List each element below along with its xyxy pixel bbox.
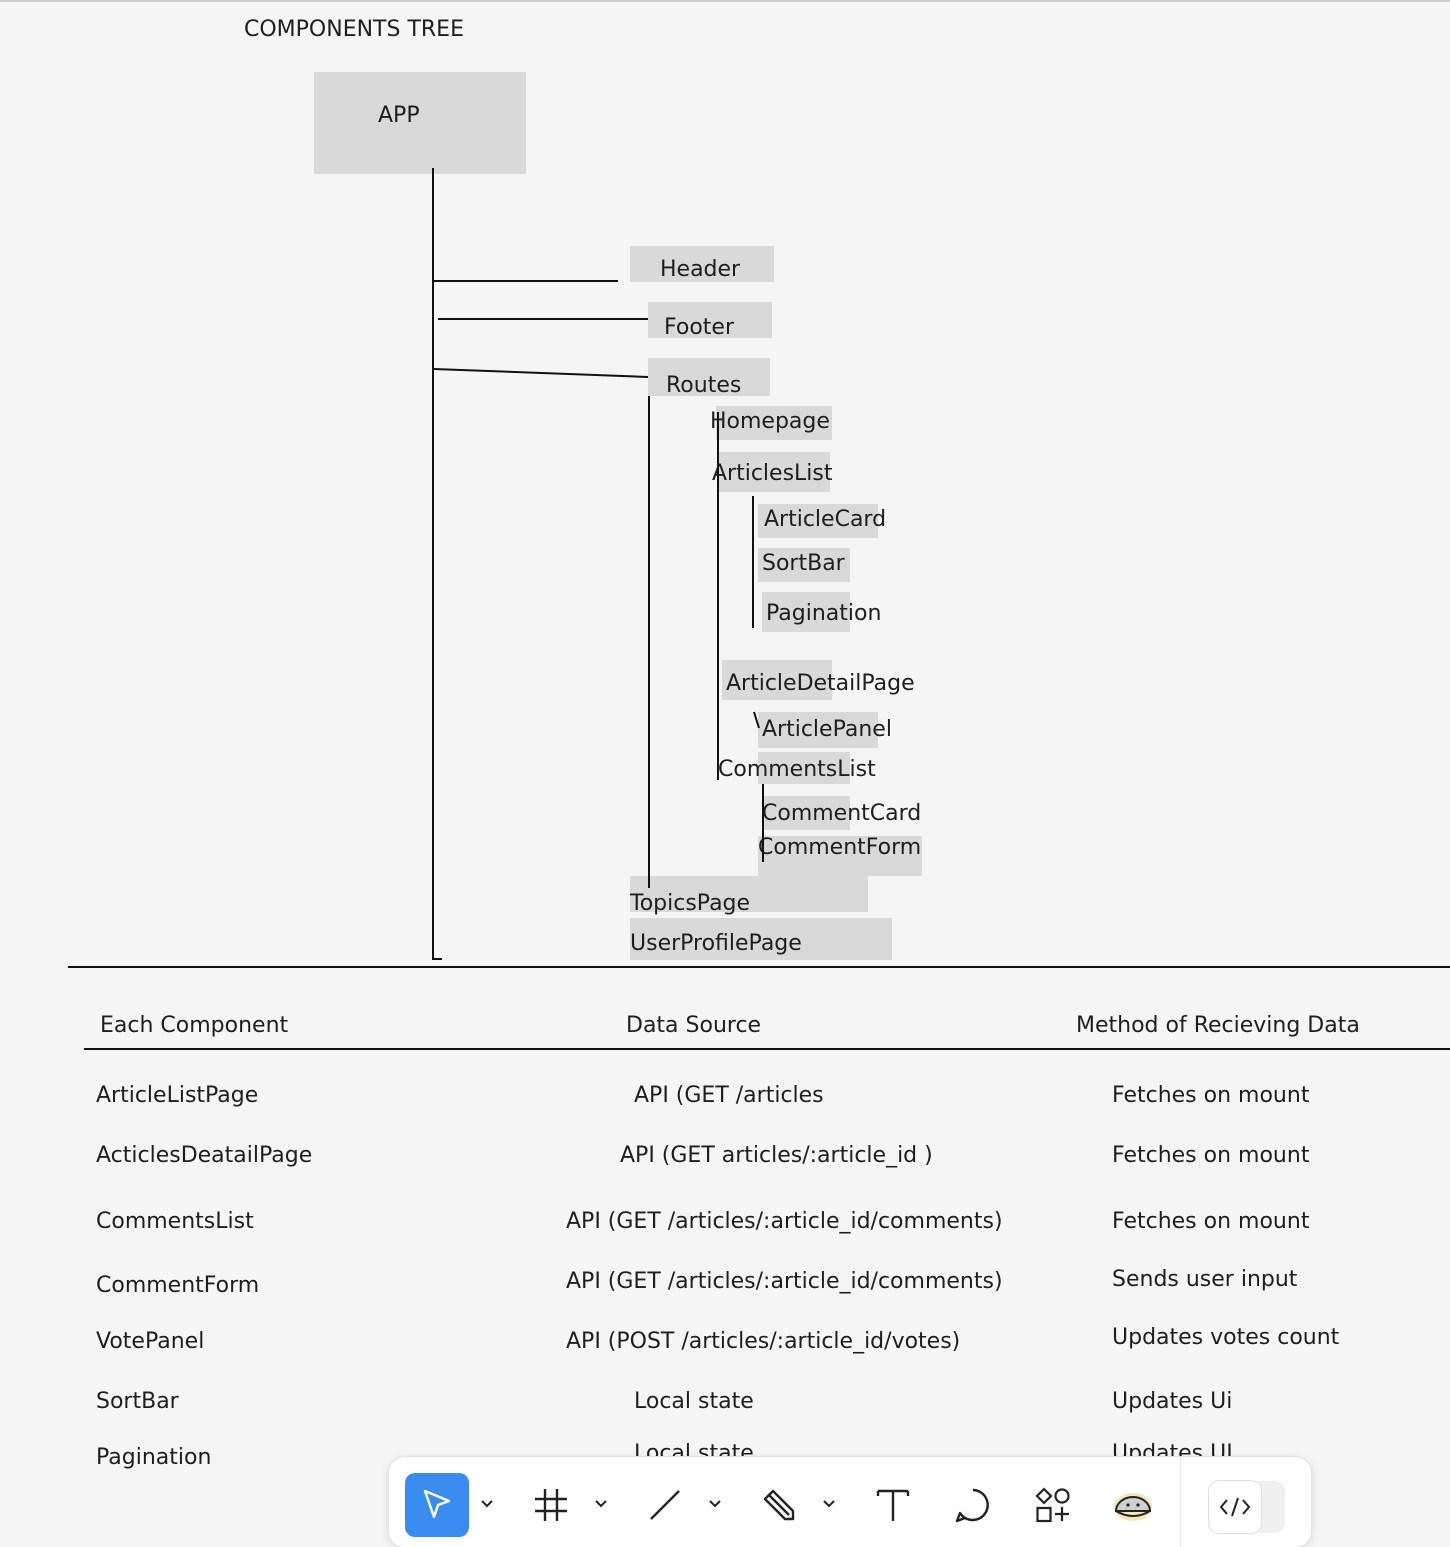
text-icon — [876, 1489, 910, 1521]
comments-list-node[interactable] — [758, 752, 850, 784]
shapes-tool-button[interactable] — [1021, 1473, 1085, 1537]
topics-page-node[interactable] — [630, 876, 868, 912]
table-cell: Updates Ui — [1112, 1389, 1233, 1414]
article-panel-node-label: ArticlePanel — [762, 717, 892, 742]
articles-list-node-label: ArticlesList — [712, 461, 833, 486]
frame-icon — [535, 1489, 567, 1521]
footer-node[interactable] — [648, 302, 772, 338]
bottom-toolbar — [389, 1457, 1311, 1547]
move-tool-button[interactable] — [405, 1473, 469, 1537]
table-header-rule — [84, 1048, 1450, 1050]
routes-trunk-line — [648, 396, 650, 888]
comment-form-node-label: CommentForm — [758, 835, 922, 860]
section-divider — [68, 966, 1450, 968]
header-node[interactable] — [630, 246, 774, 282]
comment-card-node[interactable] — [762, 796, 850, 830]
topics-page-node-label: TopicsPage — [630, 891, 751, 916]
chevron-down-icon[interactable] — [822, 1499, 836, 1509]
table-cell: Fetches on mount — [1112, 1083, 1310, 1108]
app-node-label: APP — [378, 103, 420, 128]
routes-node[interactable] — [648, 358, 770, 396]
tree-title: COMPONENTS TREE — [244, 17, 464, 42]
pagination-node[interactable] — [762, 592, 850, 632]
article-panel-node[interactable] — [758, 712, 878, 748]
routes-node-label: Routes — [666, 373, 742, 398]
footer-connector — [438, 318, 648, 320]
homepage-node[interactable] — [716, 406, 832, 440]
pagination-node-label: Pagination — [766, 601, 882, 626]
app-node[interactable] — [314, 72, 526, 174]
table-cell: VotePanel — [96, 1329, 205, 1354]
articles-list-branch-line — [752, 496, 754, 628]
table-cell: Local state — [634, 1389, 754, 1414]
shapes-icon — [1035, 1487, 1070, 1523]
table-cell: API (GET /articles — [634, 1083, 824, 1108]
articles-list-node[interactable] — [718, 452, 830, 492]
comments-branch-line — [762, 784, 764, 862]
user-profile-page-node-label: UserProfilePage — [630, 931, 802, 956]
article-card-node-label: ArticleCard — [764, 507, 887, 532]
article-card-node[interactable] — [758, 504, 878, 538]
article-detail-page-node[interactable] — [722, 660, 832, 700]
table-cell: CommentForm — [96, 1273, 260, 1298]
pencil-icon — [763, 1489, 795, 1521]
user-profile-page-node[interactable] — [630, 918, 892, 960]
header-node-label: Header — [660, 257, 741, 282]
pencil-tool-button[interactable] — [747, 1473, 811, 1537]
toolbar-divider — [1180, 1457, 1181, 1547]
comments-list-node-label: CommentsList — [718, 757, 876, 782]
comment-form-node[interactable] — [758, 836, 922, 876]
table-cell: API (GET /articles/:article_id/comments) — [566, 1209, 1003, 1234]
cursor-icon — [423, 1489, 451, 1519]
table-cell: API (GET articles/:article_id ) — [620, 1143, 933, 1168]
line-icon — [650, 1490, 680, 1520]
table-cell: Sends user input — [1112, 1267, 1298, 1292]
pages-trunk-line — [717, 412, 719, 780]
table-cell: Fetches on mount — [1112, 1209, 1310, 1234]
table-cell: Updates votes count — [1112, 1325, 1340, 1350]
comment-card-node-label: CommentCard — [762, 801, 922, 826]
article-panel-connector — [753, 711, 760, 729]
table-cell: API (POST /articles/:article_id/votes) — [566, 1329, 961, 1354]
homepage-node-label: Homepage — [710, 409, 830, 434]
header-connector — [434, 280, 618, 282]
code-icon — [1219, 1497, 1251, 1517]
comment-bubble-icon — [955, 1488, 989, 1523]
chevron-down-icon[interactable] — [480, 1499, 494, 1509]
article-detail-page-node-label: ArticleDetailPage — [726, 671, 915, 696]
code-toggle-knob — [1209, 1481, 1261, 1533]
canvas-top-edge — [0, 0, 1450, 2]
sort-bar-node-label: SortBar — [762, 551, 845, 576]
routes-connector — [433, 368, 649, 378]
column-header-data-source: Data Source — [626, 1013, 762, 1038]
column-header-method: Method of Recieving Data — [1076, 1013, 1360, 1038]
chevron-down-icon[interactable] — [708, 1499, 722, 1509]
text-tool-button[interactable] — [861, 1473, 925, 1537]
plugin-mascot-icon — [1114, 1493, 1152, 1521]
table-cell: CommentsList — [96, 1209, 254, 1234]
table-cell: ActiclesDeatailPage — [96, 1143, 313, 1168]
table-cell: SortBar — [96, 1389, 179, 1414]
chevron-down-icon[interactable] — [594, 1499, 608, 1509]
code-tool-button[interactable] — [1209, 1481, 1285, 1533]
table-cell: ArticleListPage — [96, 1083, 259, 1108]
table-cell: API (GET /articles/:article_id/comments) — [566, 1269, 1003, 1294]
app-trunk-end — [432, 958, 442, 960]
table-cell: Fetches on mount — [1112, 1143, 1310, 1168]
sort-bar-node[interactable] — [758, 548, 850, 582]
footer-node-label: Footer — [664, 315, 734, 340]
frame-tool-button[interactable] — [519, 1473, 583, 1537]
plugin-tool-button[interactable] — [1101, 1473, 1165, 1537]
column-header-component: Each Component — [100, 1013, 289, 1038]
table-cell: Pagination — [96, 1445, 212, 1470]
comment-tool-button[interactable] — [941, 1473, 1005, 1537]
app-trunk-line — [432, 168, 434, 960]
line-tool-button[interactable] — [633, 1473, 697, 1537]
